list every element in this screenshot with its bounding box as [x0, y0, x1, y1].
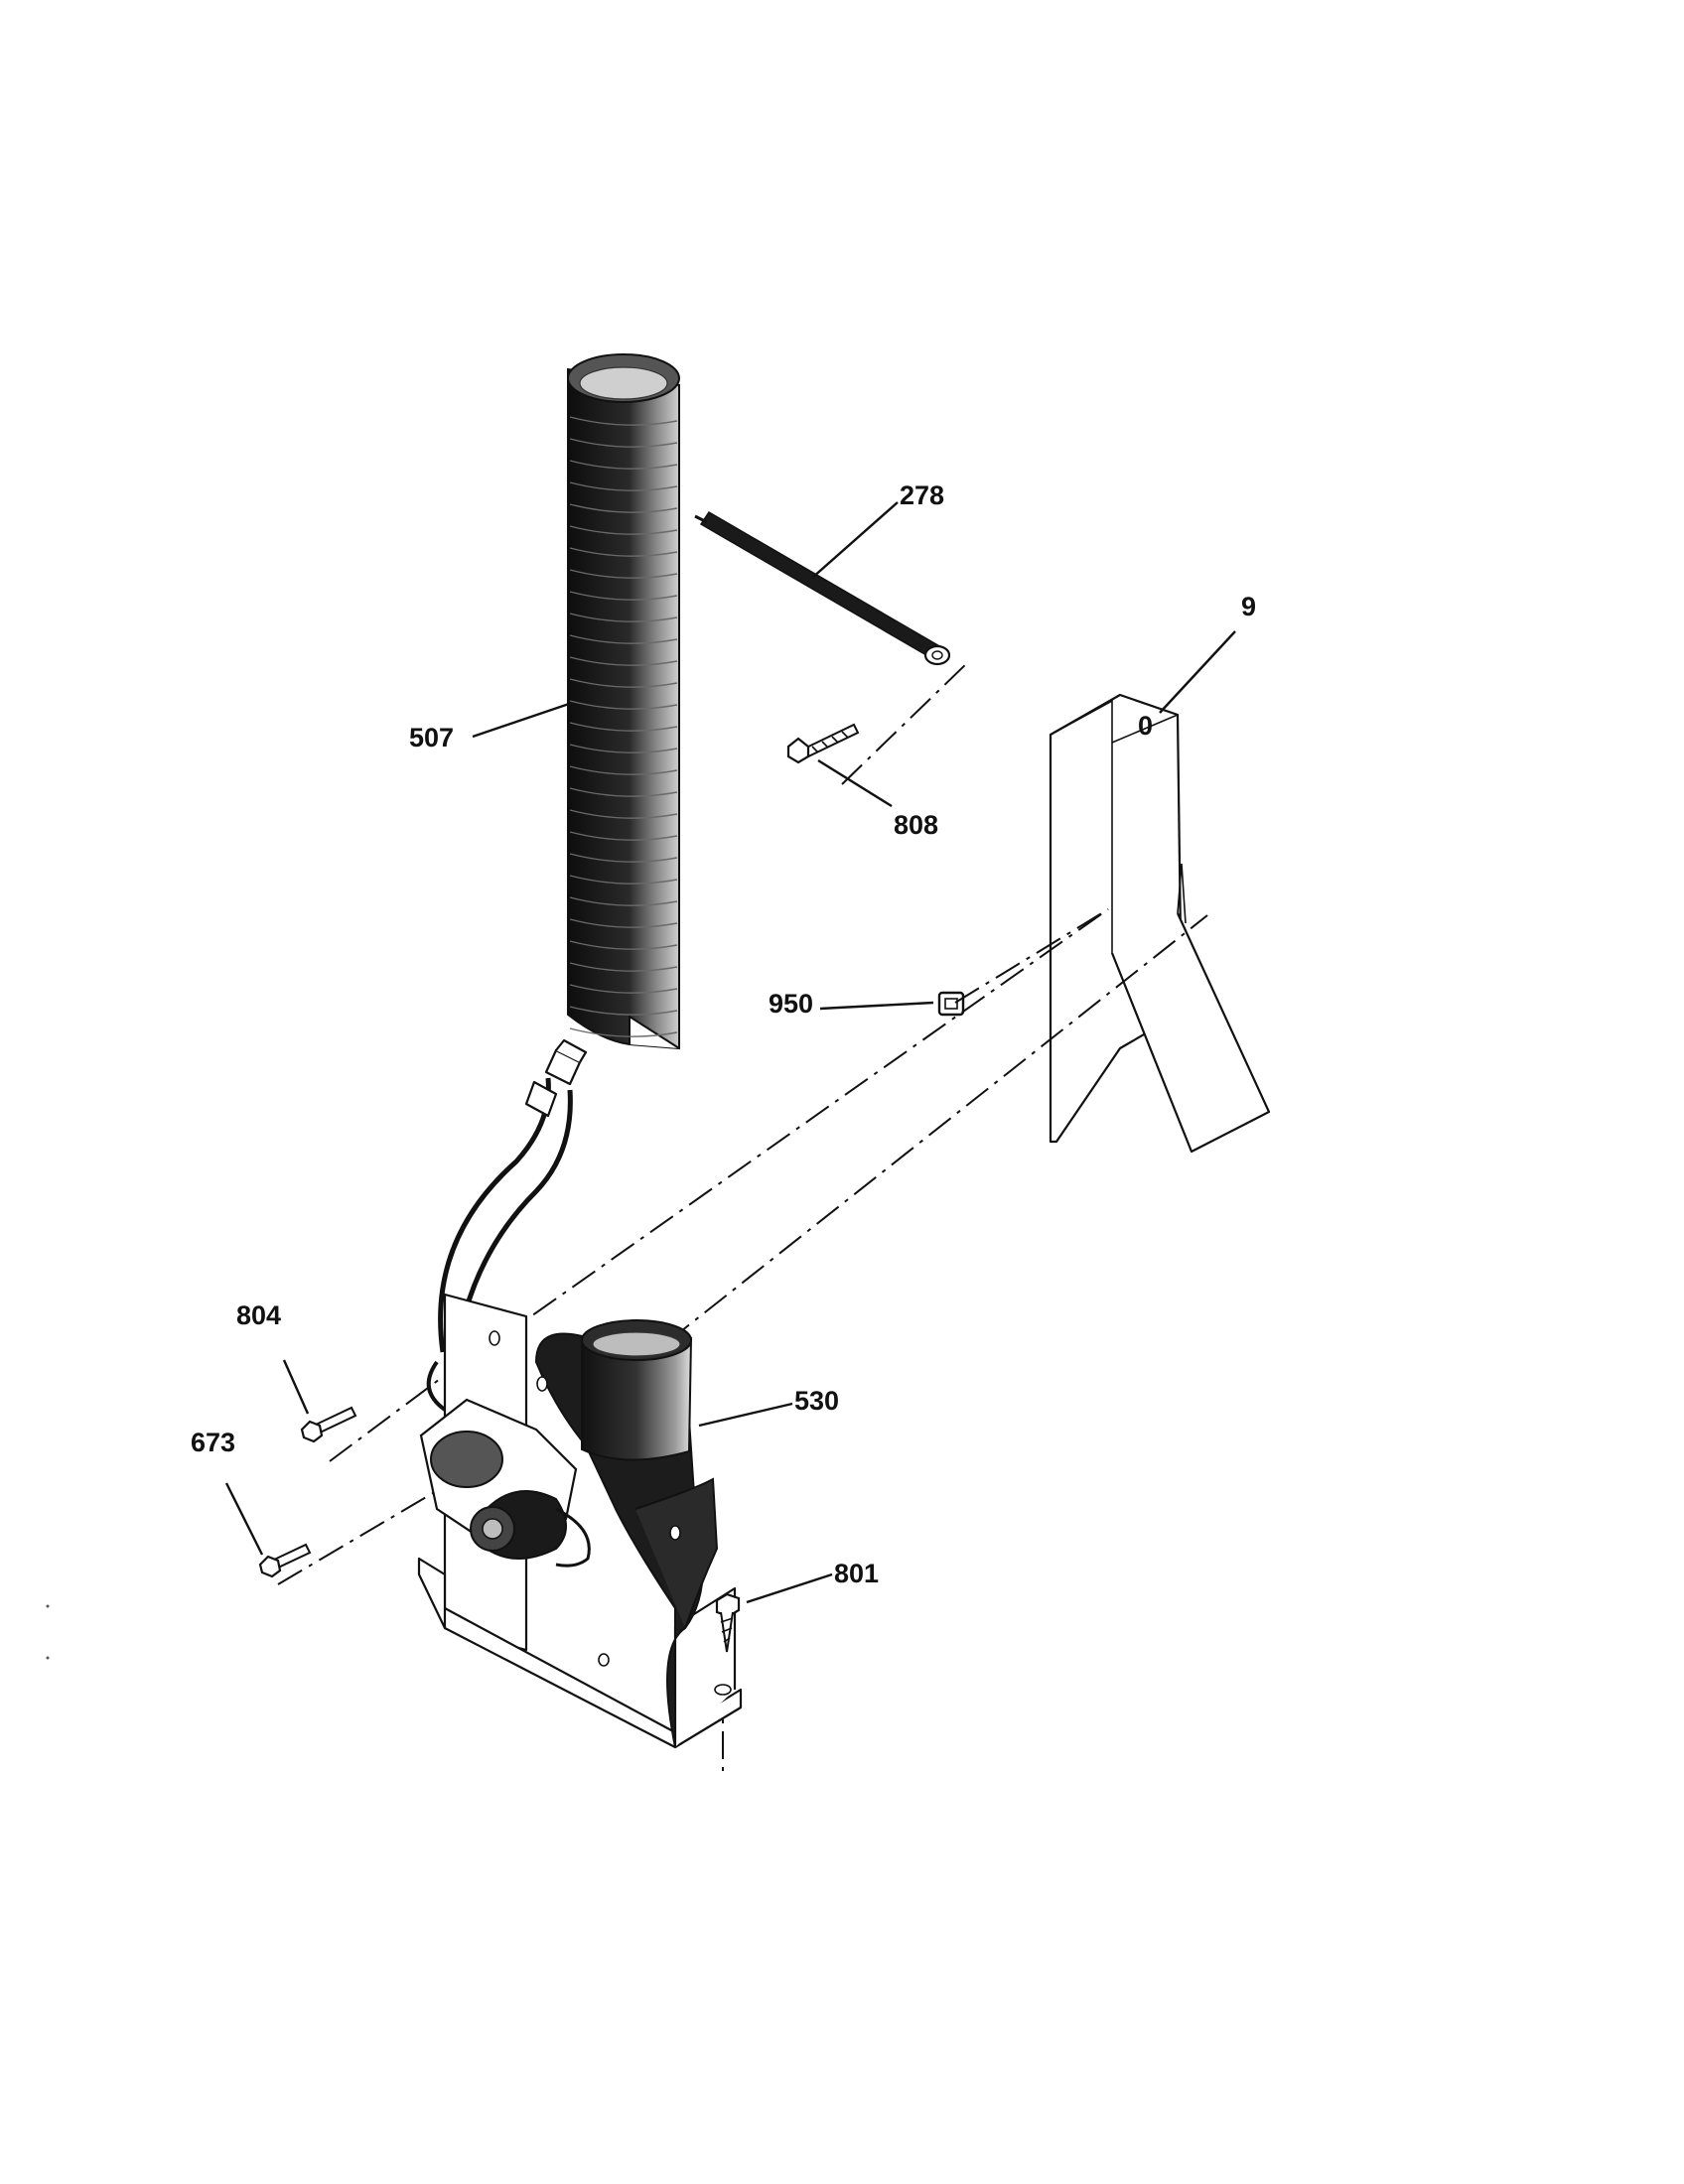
- callout-507: 507: [409, 723, 454, 752]
- hose-part-507: [567, 353, 680, 1050]
- callout-278: 278: [900, 480, 944, 510]
- wire-connector: [544, 1038, 588, 1086]
- bracket-mark: 0: [1138, 711, 1153, 741]
- hose-rib: [569, 503, 678, 513]
- hose-rib: [569, 984, 678, 994]
- hose-rib: [569, 634, 678, 644]
- hose-rib: [569, 918, 678, 928]
- hose-rib: [569, 896, 678, 906]
- hose-rib: [569, 831, 678, 841]
- hose-rib: [569, 1027, 678, 1037]
- hose-rib: [569, 809, 678, 819]
- callout-804: 804: [236, 1300, 281, 1330]
- callout-950: 950: [769, 989, 813, 1019]
- callout-801: 801: [834, 1559, 879, 1588]
- hose-rib: [569, 765, 678, 775]
- hose-rib: [569, 569, 678, 579]
- blower-assembly-part-530: [417, 1038, 743, 1749]
- hose-rib: [569, 525, 678, 535]
- hose-rib: [569, 547, 678, 557]
- screw-part-673: [258, 1543, 312, 1578]
- motor: [419, 1398, 591, 1568]
- bracket-part-9: 0: [1049, 693, 1271, 1154]
- hose-rib: [569, 744, 678, 753]
- hose-rib: [569, 481, 678, 491]
- hose-rib: [569, 1006, 678, 1016]
- screw-part-804: [300, 1406, 357, 1443]
- hose-rib: [569, 722, 678, 732]
- clip-part-950: [937, 991, 965, 1017]
- hose-rib: [569, 656, 678, 666]
- hose-rib: [569, 438, 678, 448]
- callout-530: 530: [794, 1386, 839, 1416]
- screw-part-808: [786, 723, 860, 764]
- callout-808: 808: [894, 810, 938, 840]
- hose-rib: [569, 416, 678, 426]
- hose-rib: [569, 700, 678, 710]
- hose-rib: [569, 787, 678, 797]
- callout-labels: 278 9 507 808 950 804 530 673 801: [191, 480, 1256, 1588]
- callout-9: 9: [1241, 592, 1256, 621]
- hose-rib: [569, 678, 678, 688]
- screw-part-801: [715, 1592, 741, 1653]
- hose-rib: [569, 875, 678, 885]
- hose-rib: [569, 591, 678, 601]
- leader-lines: [224, 501, 1236, 1604]
- hose-rib: [569, 940, 678, 950]
- hose-rib: [569, 962, 678, 972]
- hose-rib: [569, 613, 678, 622]
- callout-673: 673: [191, 1428, 235, 1457]
- wire-connector: [524, 1080, 558, 1118]
- hose-corrugation: [569, 416, 678, 1037]
- hose-rib: [569, 460, 678, 470]
- cable-tie-part-278: [694, 510, 951, 666]
- hose-rib: [569, 853, 678, 863]
